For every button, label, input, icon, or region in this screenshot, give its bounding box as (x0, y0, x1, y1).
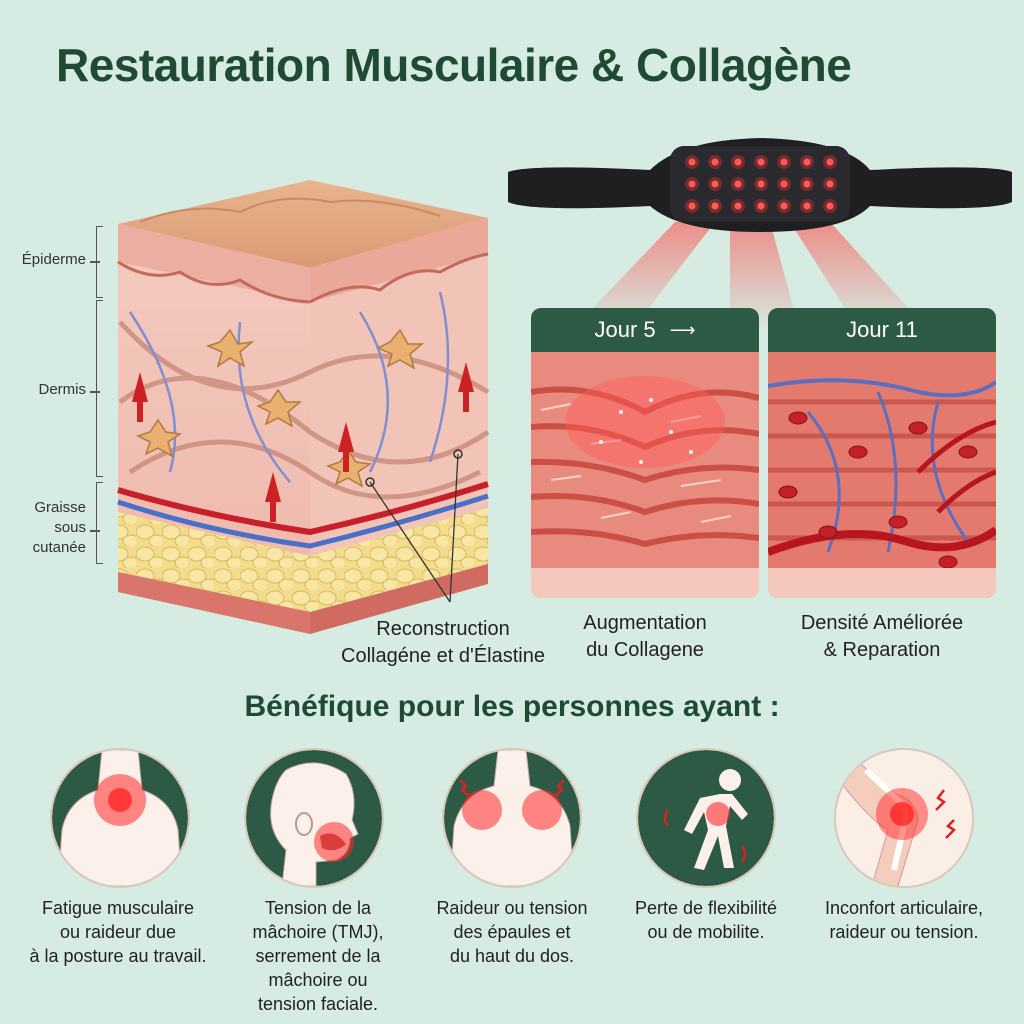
led-light (780, 180, 788, 188)
panel-day-11: Jour 11 (768, 308, 996, 598)
shoulder-pain-figure (444, 750, 580, 886)
benefit-2-line-3: serrement de la (255, 946, 381, 966)
neck-pain-icon (50, 748, 190, 888)
led-light (711, 202, 719, 210)
benefit-caption-1: Fatigue musculaire ou raideur due à la p… (18, 896, 218, 968)
reconstruction-line2: Collagéne et d'Élastine (341, 645, 545, 667)
jaw-pain-icon (244, 748, 384, 888)
led-light (688, 158, 696, 166)
fat-label-line3: cutanée (32, 539, 86, 556)
dermis-bracket (96, 300, 103, 477)
panel-day-11-label: Jour 11 (846, 317, 918, 342)
benefit-caption-4: Perte de flexibilité ou de mobilite. (606, 896, 806, 944)
benefit-5-line-1: Inconfort articulaire, (824, 898, 984, 918)
led-light (688, 180, 696, 188)
panel-day-11-caption: Densité Améliorée & Reparation (768, 610, 996, 664)
led-grid (685, 155, 837, 213)
led-light (826, 202, 834, 210)
benefit-5-line-2: raideur ou tension. (829, 922, 979, 942)
repaired-tissue-illustration (768, 352, 996, 598)
panel-day-11-caption-line1: Densité Améliorée (800, 612, 964, 634)
benefit-1-line-1: Fatigue musculaire (41, 898, 195, 918)
benefit-2-line-2: mâchoire (TMJ), (252, 922, 384, 942)
led-light (757, 202, 765, 210)
benefit-3-line-1: Raideur ou tension (436, 898, 588, 918)
benefits-title: Bénéfique pour les personnes ayant : (244, 690, 780, 723)
neck-pain-figure (52, 750, 188, 886)
panel-day-11-header: Jour 11 (768, 308, 996, 352)
benefit-1-line-3: à la posture au travail. (29, 946, 207, 966)
panel-day-5-label: Jour 5 (594, 317, 656, 342)
dermis-label: Dermis (38, 381, 87, 398)
red-light-belt (508, 138, 1012, 332)
fat-bracket (96, 482, 103, 564)
shoulder-pain-icon (442, 748, 582, 888)
led-light (803, 180, 811, 188)
dermis-tick (90, 391, 100, 393)
reconstruction-line1: Reconstruction (376, 618, 510, 640)
page-title: Restauration Musculaire & Collagène (56, 39, 852, 91)
benefit-caption-5: Inconfort articulaire, raideur ou tensio… (804, 896, 1004, 944)
panel-day-5-caption-line2: du Collagene (586, 639, 704, 661)
damaged-tissue-illustration (531, 352, 759, 598)
benefit-caption-3: Raideur ou tension des épaules et du hau… (412, 896, 612, 968)
knee-pain-figure (836, 750, 972, 886)
led-light (803, 202, 811, 210)
led-light (734, 202, 742, 210)
epidermis-tick (90, 261, 100, 263)
benefit-2-line-5: tension faciale. (257, 994, 379, 1014)
back-stiffness-figure (638, 750, 774, 886)
benefit-2-line-1: Tension de la (264, 898, 372, 918)
led-light (734, 158, 742, 166)
led-light (711, 158, 719, 166)
led-light (780, 158, 788, 166)
benefit-caption-2: Tension de la mâchoire (TMJ), serrement … (218, 896, 418, 1016)
benefit-3-line-2: des épaules et (453, 922, 571, 942)
led-light (803, 158, 811, 166)
led-light (757, 158, 765, 166)
panel-day-5-header: Jour 5 ⟶ (531, 308, 759, 352)
fat-label-line1: Graisse (34, 499, 86, 516)
led-light (757, 180, 765, 188)
led-light (780, 202, 788, 210)
benefit-4-line-2: ou de mobilite. (647, 922, 765, 942)
fat-tick (90, 530, 100, 532)
knee-pain-icon (834, 748, 974, 888)
arrow-right-icon: ⟶ (669, 319, 696, 340)
benefit-3-line-3: du haut du dos. (449, 946, 575, 966)
panel-day-5-caption: Augmentation du Collagene (531, 610, 759, 664)
led-light (826, 180, 834, 188)
back-stiffness-icon (636, 748, 776, 888)
reconstruction-caption: Reconstruction Collagéne et d'Élastine (318, 616, 568, 670)
panel-day-5: Jour 5 ⟶ (531, 308, 759, 598)
epidermis-bracket (96, 226, 103, 298)
skin-cross-section (117, 180, 490, 634)
benefit-2-line-4: mâchoire ou (268, 970, 368, 990)
led-light (688, 202, 696, 210)
panel-day-11-caption-line2: & Reparation (823, 639, 941, 661)
epidermis-label: Épiderme (21, 251, 86, 268)
benefit-1-line-2: ou raideur due (59, 922, 177, 942)
fat-label-line2: sous (54, 519, 86, 536)
led-light (826, 158, 834, 166)
led-light (734, 180, 742, 188)
fat-label: Graisse sous cutanée (8, 498, 86, 558)
benefit-4-line-1: Perte de flexibilité (634, 898, 778, 918)
led-light (711, 180, 719, 188)
jaw-pain-figure (246, 750, 382, 886)
panel-day-5-caption-line1: Augmentation (583, 612, 707, 634)
